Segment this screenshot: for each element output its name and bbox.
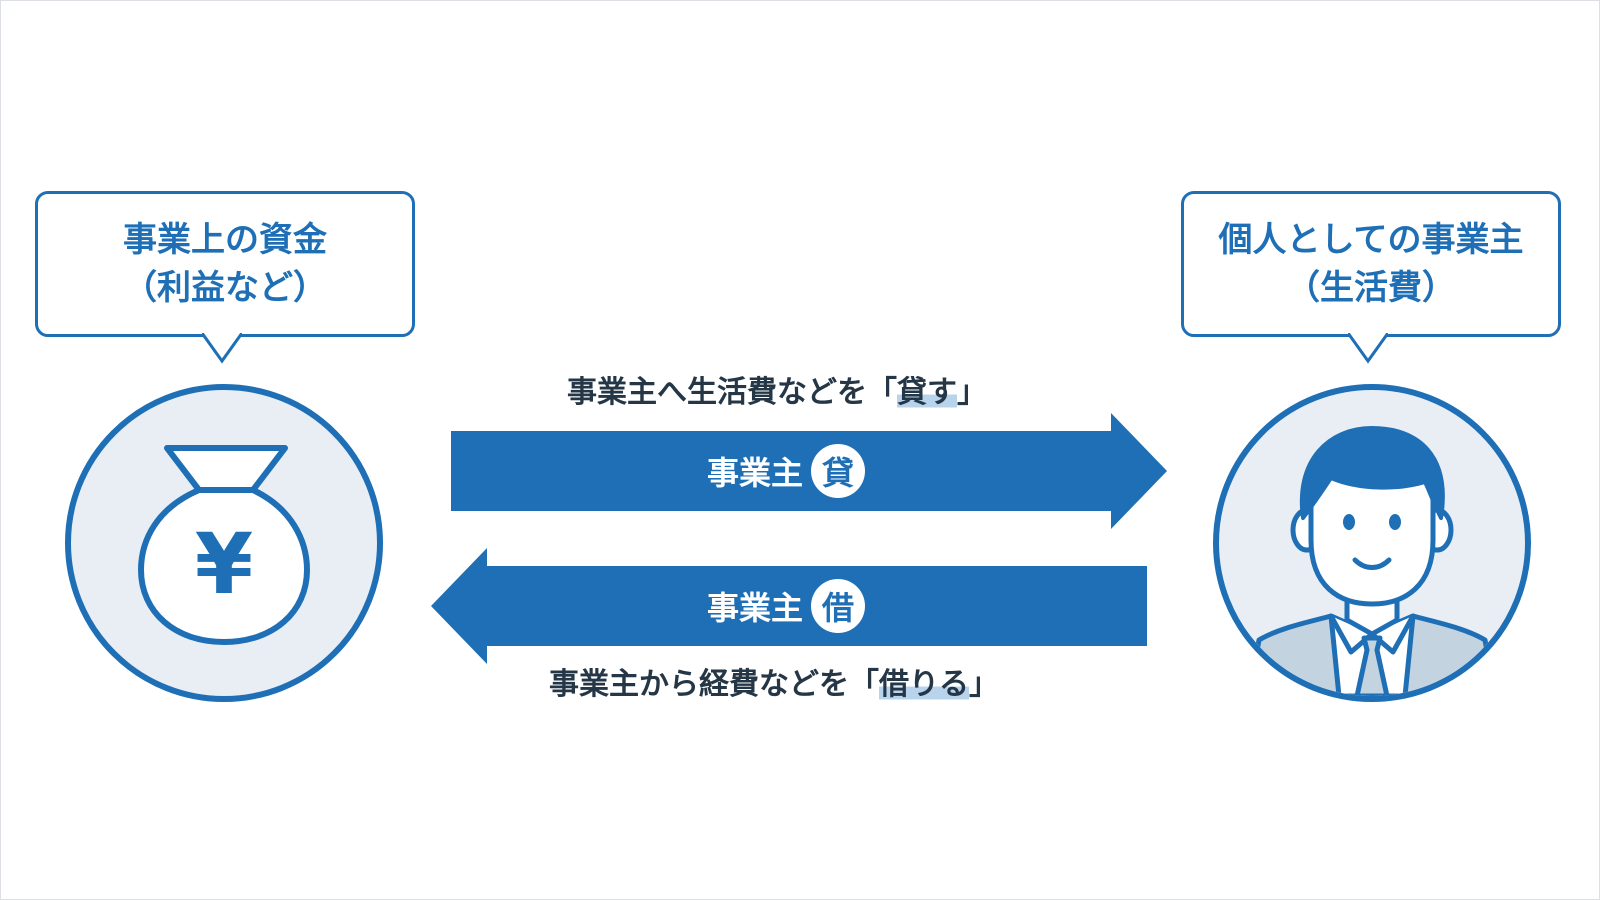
lend-arrow-text: 事業主 [707,454,804,492]
borrow-caption-text: 事業主から経費などを [549,667,849,702]
business-funds-circle: ¥ [65,384,383,702]
business-funds-subtitle: （利益など） [123,268,327,308]
lend-arrow-label: 事業主 貸 [707,441,866,501]
borrow-arrow-label: 事業主 借 [707,576,866,636]
lend-badge: 貸 [811,444,866,498]
lend-caption-close-bracket: 」 [957,375,987,410]
lend-caption-open-bracket: 「 [867,375,897,410]
borrow-caption-close-bracket: 」 [969,667,999,702]
business-funds-title: 事業上の資金 [123,220,327,260]
lend-caption-text: 事業主へ生活費などを [567,375,867,410]
borrow-badge: 借 [811,579,866,633]
owner-subtitle: （生活費） [1286,268,1456,308]
bubble-tail-right [1348,333,1388,364]
bubble-tail-left [202,333,242,364]
owner-title: 個人としての事業主 [1218,220,1524,260]
money-bag-yen-icon: ¥ [138,445,310,645]
borrow-caption-open-bracket: 「 [849,667,879,702]
lend-caption-highlight: 貸す [897,367,957,411]
lend-caption: 事業主へ生活費などを「貸す」 [567,367,987,411]
business-funds-bubble: 事業上の資金 （利益など） [35,191,415,337]
owner-circle [1213,384,1531,702]
owner-bubble: 個人としての事業主 （生活費） [1181,191,1561,337]
borrow-arrow-text: 事業主 [707,589,804,627]
yen-symbol: ¥ [195,515,253,613]
borrow-caption-highlight: 借りる [879,659,969,703]
borrow-caption: 事業主から経費などを「借りる」 [549,659,999,703]
businessman-avatar-icon [1246,426,1498,696]
